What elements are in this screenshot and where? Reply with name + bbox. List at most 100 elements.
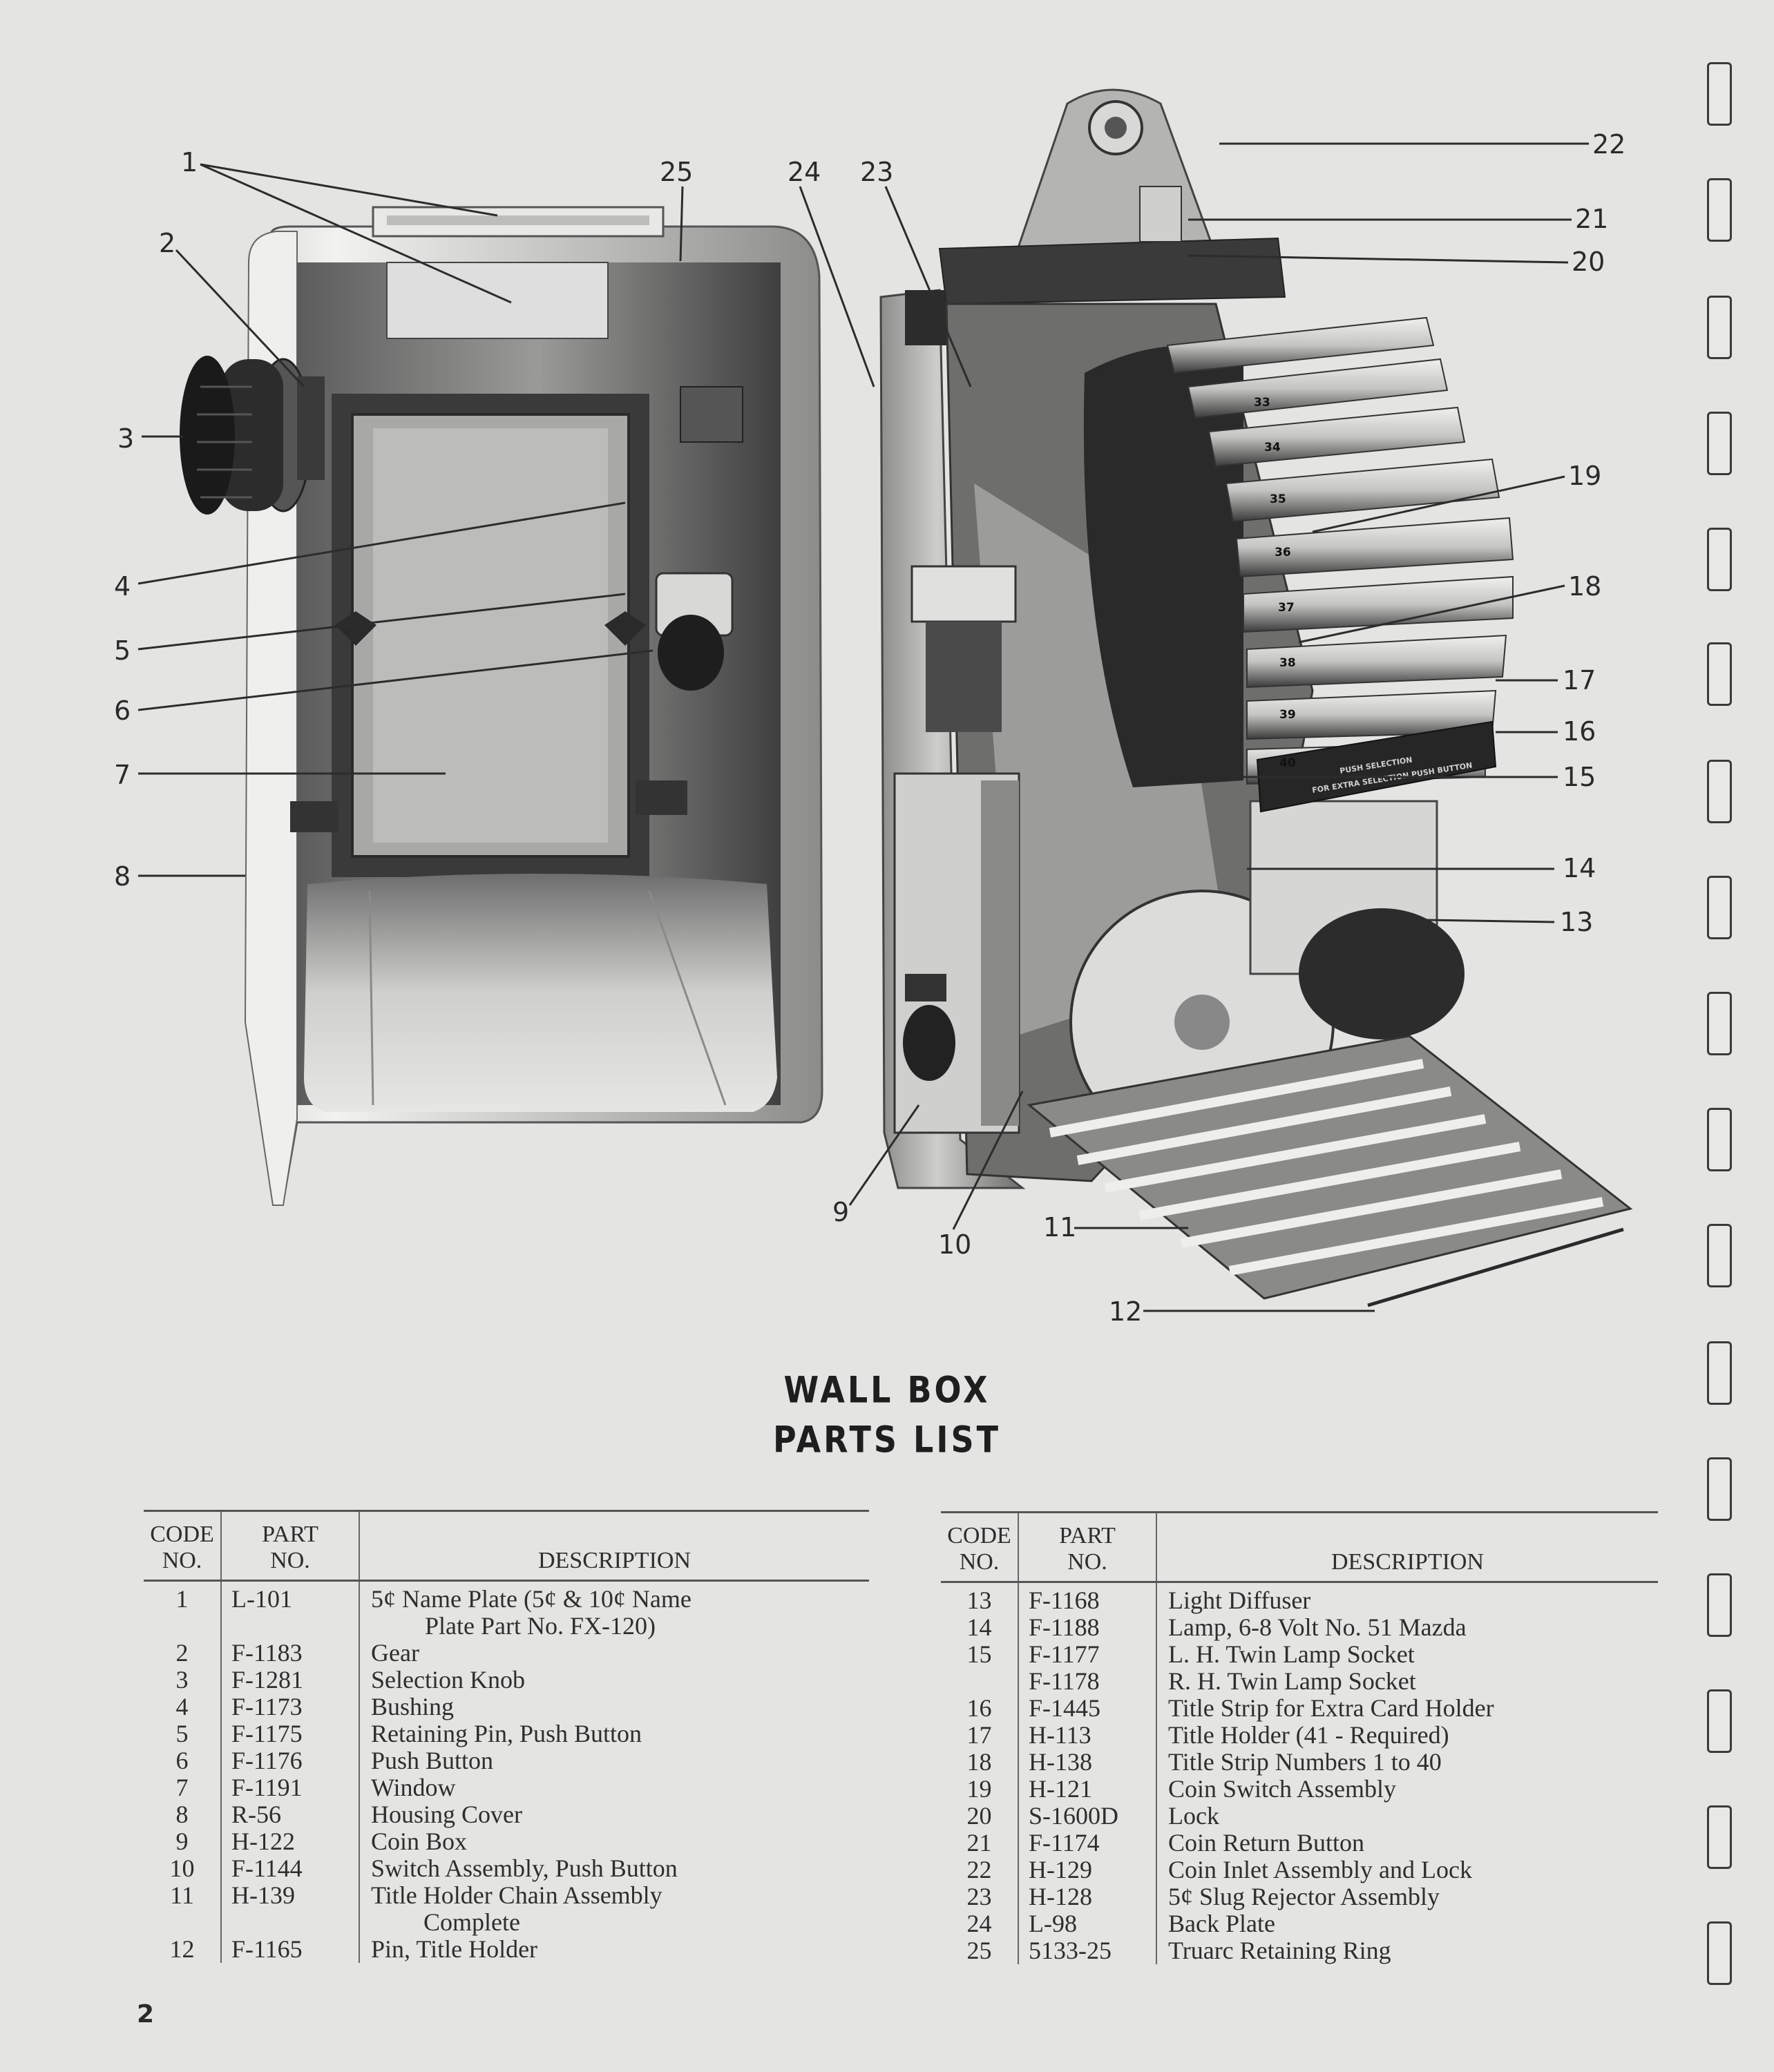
table-row: 4 F-1173 Bushing <box>144 1694 869 1720</box>
part-cell: L-98 <box>1018 1910 1156 1937</box>
mechanism-illustration <box>879 88 1633 1307</box>
table-row: 3 F-1281 Selection Knob <box>144 1667 869 1694</box>
part-cell: R-56 <box>220 1801 359 1828</box>
callout-24: 24 <box>788 157 821 187</box>
part-cell: H-121 <box>1018 1776 1156 1803</box>
description-cell: Selection Knob <box>359 1667 869 1694</box>
description-cell: Light Diffuser <box>1156 1582 1658 1614</box>
code-cell: 15 <box>966 1640 992 1668</box>
code-cell <box>941 1668 1018 1695</box>
header-code-line2: NO. <box>162 1548 202 1573</box>
part-cell: H-139 <box>220 1882 359 1936</box>
description-cell: Bushing <box>359 1694 869 1720</box>
binder-hole <box>1707 178 1732 242</box>
code-cell: 18 <box>966 1748 992 1776</box>
callout-22: 22 <box>1592 129 1625 160</box>
part-cell: H-128 <box>1018 1883 1156 1910</box>
code-cell: 2 <box>175 1639 189 1667</box>
callout-4: 4 <box>114 571 131 602</box>
table-row: 5 F-1175 Retaining Pin, Push Button <box>144 1720 869 1747</box>
part-cell: F-1168 <box>1018 1582 1156 1614</box>
header-part-line2: NO. <box>1067 1549 1107 1575</box>
description-cell: Title Strip for Extra Card Holder <box>1156 1695 1658 1722</box>
binder-hole <box>1707 992 1732 1055</box>
part-cell: F-1177 <box>1018 1641 1156 1668</box>
code-cell: 20 <box>966 1802 992 1830</box>
code-cell: 24 <box>966 1910 992 1937</box>
binder-hole <box>1707 1224 1732 1287</box>
callout-15: 15 <box>1563 762 1596 792</box>
table-row: 2 F-1183 Gear <box>144 1640 869 1667</box>
binder-hole <box>1707 1573 1732 1637</box>
code-cell: 17 <box>966 1721 992 1749</box>
binder-hole <box>1707 1108 1732 1171</box>
description-cell: Back Plate <box>1156 1910 1658 1937</box>
callout-19: 19 <box>1568 461 1601 491</box>
header-code-line1: CODE <box>947 1523 1011 1548</box>
binder-hole <box>1707 62 1732 126</box>
code-cell: 7 <box>175 1774 189 1801</box>
part-cell: H-138 <box>1018 1749 1156 1776</box>
binder-hole <box>1707 876 1732 939</box>
binder-hole <box>1707 1689 1732 1753</box>
code-cell: 11 <box>170 1881 194 1909</box>
header-part-line1: PART <box>1059 1523 1116 1548</box>
code-cell: 25 <box>966 1937 992 1964</box>
description-cell: Window <box>359 1774 869 1801</box>
leader-lines <box>137 142 1589 1312</box>
description-cell: Switch Assembly, Push Button <box>359 1855 869 1882</box>
code-cell: 3 <box>175 1666 189 1694</box>
strip-number: 36 <box>1275 546 1291 559</box>
part-cell: H-122 <box>220 1828 359 1855</box>
strip-number: 40 <box>1279 756 1296 770</box>
binder-hole <box>1707 642 1732 706</box>
description-line: Title Holder Chain Assembly <box>371 1881 662 1909</box>
binder-hole <box>1707 296 1732 359</box>
description-cell: Pin, Title Holder <box>359 1936 869 1963</box>
code-cell: 16 <box>966 1694 992 1722</box>
description-cell: Lamp, 6-8 Volt No. 51 Mazda <box>1156 1614 1658 1641</box>
code-cell: 21 <box>966 1829 992 1857</box>
binder-hole <box>1707 1457 1732 1521</box>
description-cell: Title Holder (41 - Required) <box>1156 1722 1658 1749</box>
housing-cover-illustration <box>180 206 823 1206</box>
table-row: 10 F-1144 Switch Assembly, Push Button <box>144 1855 869 1882</box>
callout-25: 25 <box>660 157 693 187</box>
description-line: 5¢ Name Plate (5¢ & 10¢ Name <box>371 1585 692 1613</box>
column-header-description: DESCRIPTION <box>1156 1512 1658 1583</box>
part-cell: F-1165 <box>220 1936 359 1963</box>
code-cell: 10 <box>169 1854 195 1882</box>
callout-20: 20 <box>1572 247 1605 277</box>
callout-21: 21 <box>1575 204 1608 234</box>
description-cell: Retaining Pin, Push Button <box>359 1720 869 1747</box>
part-cell: F-1188 <box>1018 1614 1156 1641</box>
description-cell: Coin Box <box>359 1828 869 1855</box>
header-code-line2: NO. <box>959 1549 1000 1575</box>
code-cell: 9 <box>175 1828 189 1855</box>
callout-labels: 1 2 3 4 5 6 7 8 9 10 11 12 13 14 15 16 1… <box>114 129 1625 1327</box>
header-part-line2: NO. <box>270 1548 310 1573</box>
description-cell: 5¢ Slug Rejector Assembly <box>1156 1883 1658 1910</box>
callout-5: 5 <box>114 635 131 666</box>
part-cell: H-129 <box>1018 1857 1156 1883</box>
callout-14: 14 <box>1563 853 1596 883</box>
callout-10: 10 <box>938 1229 971 1260</box>
table-row: 12 F-1165 Pin, Title Holder <box>144 1936 869 1963</box>
table-row: 9 H-122 Coin Box <box>144 1828 869 1855</box>
callout-8: 8 <box>114 861 131 892</box>
code-cell: 13 <box>966 1586 992 1614</box>
callout-7: 7 <box>114 760 131 790</box>
